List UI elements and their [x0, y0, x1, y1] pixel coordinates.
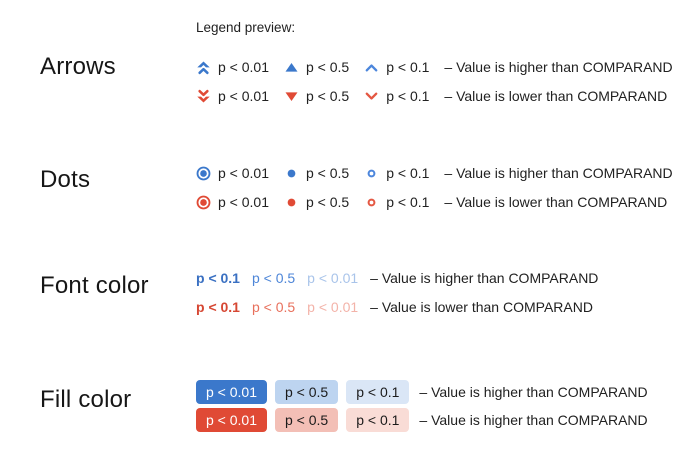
- triangle-up-icon: [284, 60, 299, 75]
- row-description: – Value is higher than COMPARAND: [444, 165, 673, 181]
- legend-row-higher: p < 0.01 p < 0.5 p < 0.1 – Value is high…: [196, 380, 648, 404]
- legend-cell: p < 0.01: [196, 165, 269, 181]
- p-value-label: p < 0.01: [218, 88, 269, 104]
- section-title-arrows: Arrows: [40, 53, 116, 80]
- legend-row-lower: p < 0.01 p < 0.5 p < 0.1 – Value is lowe…: [196, 86, 673, 106]
- legend-cell: p < 0.1: [196, 270, 240, 286]
- p-value-label: p < 0.01: [218, 165, 269, 181]
- legend-preview-heading: Legend preview:: [196, 20, 296, 35]
- section-content-dots: p < 0.01 p < 0.5 p < 0.1 – Value is high…: [196, 163, 673, 221]
- legend-cell: p < 0.1: [196, 299, 240, 315]
- row-description: – Value is higher than COMPARAND: [370, 270, 599, 286]
- p-value-label: p < 0.1: [386, 165, 430, 181]
- legend-row-lower: p < 0.01 p < 0.5 p < 0.1 – Value is lowe…: [196, 192, 673, 212]
- p-value-chip: p < 0.01: [196, 408, 267, 432]
- legend-row-lower: p < 0.01 p < 0.5 p < 0.1 – Value is high…: [196, 408, 648, 432]
- p-value-label: p < 0.01: [307, 299, 359, 315]
- section-content-arrows: p < 0.01 p < 0.5 p < 0.1 – Value is high…: [196, 57, 673, 115]
- legend-cell: p < 0.5: [284, 194, 349, 210]
- legend-cell: p < 0.01: [196, 59, 269, 75]
- solid-dot-icon: [284, 195, 299, 210]
- row-description: – Value is lower than COMPARAND: [370, 299, 593, 315]
- double-chevron-down-icon: [196, 89, 211, 104]
- p-value-chip: p < 0.1: [346, 380, 410, 404]
- legend-row-higher: p < 0.01 p < 0.5 p < 0.1 – Value is high…: [196, 57, 673, 77]
- row-description: – Value is higher than COMPARAND: [419, 412, 648, 428]
- triangle-down-icon: [284, 89, 299, 104]
- p-value-label: p < 0.1: [386, 194, 430, 210]
- p-value-chip: p < 0.5: [275, 380, 339, 404]
- row-description: – Value is higher than COMPARAND: [444, 59, 673, 75]
- section-title-fill-color: Fill color: [40, 386, 132, 413]
- chevron-down-icon: [364, 89, 379, 104]
- legend-cell: p < 0.1: [364, 165, 429, 181]
- legend-cell: p < 0.5: [284, 88, 349, 104]
- p-value-chip: p < 0.5: [275, 408, 339, 432]
- row-description: – Value is higher than COMPARAND: [419, 384, 648, 400]
- legend-row-lower: p < 0.1 p < 0.5 p < 0.01 – Value is lowe…: [196, 297, 598, 317]
- p-value-label: p < 0.5: [306, 59, 350, 75]
- legend-cell: p < 0.5: [252, 299, 295, 315]
- p-value-label: p < 0.5: [251, 270, 296, 286]
- p-value-label: p < 0.1: [386, 88, 430, 104]
- chevron-up-icon: [364, 60, 379, 75]
- legend-row-higher: p < 0.1 p < 0.5 p < 0.01 – Value is high…: [196, 268, 598, 288]
- legend-cell: p < 0.01: [196, 88, 269, 104]
- p-value-chip: p < 0.01: [196, 380, 267, 404]
- p-value-chip: p < 0.1: [346, 408, 410, 432]
- row-description: – Value is lower than COMPARAND: [444, 88, 668, 104]
- p-value-label: p < 0.1: [386, 59, 430, 75]
- section-content-fill-color: p < 0.01 p < 0.5 p < 0.1 – Value is high…: [196, 380, 648, 436]
- legend-cell: p < 0.1: [364, 194, 429, 210]
- legend-cell: p < 0.1: [364, 59, 429, 75]
- p-value-label: p < 0.01: [218, 194, 269, 210]
- legend-cell: p < 0.01: [307, 299, 358, 315]
- ring-dot-icon: [196, 166, 211, 181]
- p-value-label: p < 0.01: [218, 59, 269, 75]
- legend-cell: p < 0.5: [284, 165, 349, 181]
- legend-cell: p < 0.1: [364, 88, 429, 104]
- row-description: – Value is lower than COMPARAND: [444, 194, 668, 210]
- section-title-dots: Dots: [40, 166, 91, 193]
- legend-row-higher: p < 0.01 p < 0.5 p < 0.1 – Value is high…: [196, 163, 673, 183]
- legend-cell: p < 0.01: [196, 194, 269, 210]
- p-value-label: p < 0.1: [196, 270, 240, 286]
- solid-dot-icon: [284, 166, 299, 181]
- legend-cell: p < 0.5: [284, 59, 349, 75]
- open-dot-icon: [364, 166, 379, 181]
- p-value-label: p < 0.5: [251, 299, 296, 315]
- legend-cell: p < 0.01: [307, 270, 358, 286]
- p-value-label: p < 0.5: [306, 88, 350, 104]
- p-value-label: p < 0.5: [306, 165, 350, 181]
- double-chevron-up-icon: [196, 60, 211, 75]
- legend-cell: p < 0.5: [252, 270, 295, 286]
- ring-dot-icon: [196, 195, 211, 210]
- section-title-font-color: Font color: [40, 272, 149, 299]
- p-value-label: p < 0.01: [307, 270, 359, 286]
- open-dot-icon: [364, 195, 379, 210]
- p-value-label: p < 0.5: [306, 194, 350, 210]
- p-value-label: p < 0.1: [196, 299, 240, 315]
- section-content-font-color: p < 0.1 p < 0.5 p < 0.01 – Value is high…: [196, 268, 598, 326]
